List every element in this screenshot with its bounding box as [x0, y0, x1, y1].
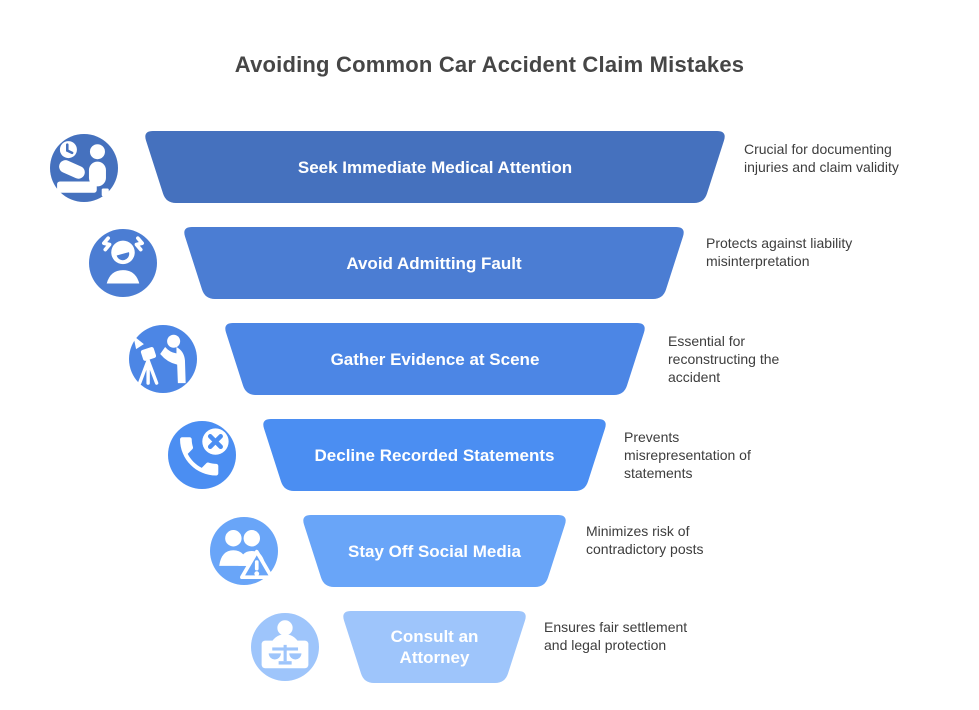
funnel-step-3-description: Essential for reconstructing the acciden…: [668, 333, 780, 385]
funnel-step-6: Consult an Attorney: [341, 611, 528, 683]
funnel-step-5-description: Minimizes risk of contradictory posts: [586, 523, 704, 557]
patient-bed-icon: [50, 134, 118, 202]
funnel-step-5: Stay Off Social Media: [301, 515, 568, 587]
funnel-step-4-description: Prevents misrepresentation of statements: [624, 429, 751, 481]
stressed-person-icon: [89, 229, 157, 297]
funnel-step-4: Decline Recorded Statements: [261, 419, 608, 491]
funnel-step-2-description: Protects against liability misinterpreta…: [706, 235, 853, 269]
page-title: Avoiding Common Car Accident Claim Mista…: [234, 52, 745, 77]
funnel-step-1-description: Crucial for documenting injuries and cla…: [744, 141, 899, 175]
funnel-step-1-label: Seek Immediate Medical Attention: [297, 157, 573, 177]
phone-declined-icon: [168, 421, 236, 489]
funnel-step-3-shape: [225, 323, 645, 395]
funnel-step-2: Avoid Admitting Fault: [182, 227, 686, 299]
funnel-step-1-shape: [145, 131, 725, 203]
camera-tripod-icon: [129, 325, 197, 393]
funnel-step-5-label: Stay Off Social Media: [348, 541, 521, 561]
funnel-step-4-label: Decline Recorded Statements: [314, 445, 555, 465]
funnel-step-6-label: Consult an Attorney: [390, 627, 479, 667]
attorney-scales-icon: [251, 613, 319, 681]
funnel-step-3-label: Gather Evidence at Scene: [330, 349, 540, 369]
funnel-step-5-shape: [303, 515, 566, 587]
funnel-step-6-description: Ensures fair settlement and legal protec…: [544, 619, 688, 653]
funnel-step-2-shape: [184, 227, 684, 299]
funnel-step-4-shape: [263, 419, 606, 491]
funnel-step-2-label: Avoid Admitting Fault: [346, 253, 522, 273]
people-warning-icon: [210, 517, 278, 585]
funnel-step-3: Gather Evidence at Scene: [223, 323, 647, 395]
funnel-step-6-shape: [343, 611, 526, 683]
funnel-step-1: Seek Immediate Medical Attention: [143, 131, 727, 203]
